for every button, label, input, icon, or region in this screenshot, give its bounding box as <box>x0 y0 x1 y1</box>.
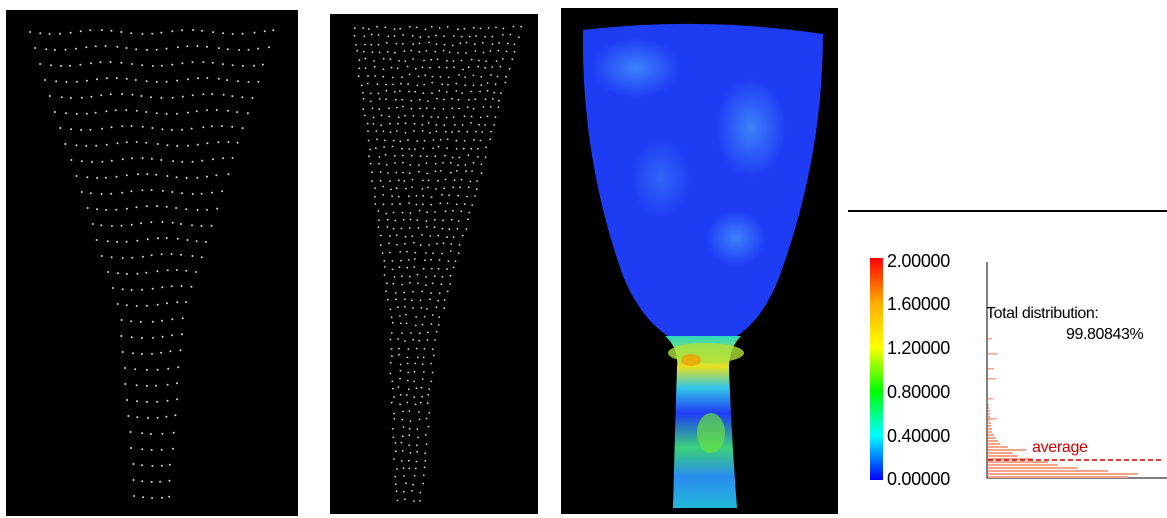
total-distribution-label: Total distribution: <box>986 305 1099 322</box>
point-cloud-sparse <box>29 29 275 499</box>
scale-tick-2: 2.00000 <box>887 251 950 271</box>
scale-tick-1-6: 1.60000 <box>887 294 950 314</box>
scale-tick-0-8: 0.80000 <box>887 382 950 402</box>
deviation-mesh-panel <box>561 8 838 514</box>
legend-box <box>848 210 1167 518</box>
point-cloud-dense <box>353 25 522 502</box>
total-distribution-value: 99.80843% <box>1066 326 1144 343</box>
color-scale-bar <box>870 258 883 480</box>
point-cloud-panel-dense <box>330 14 538 514</box>
scale-tick-0-4: 0.40000 <box>887 426 950 446</box>
deviation-mesh <box>582 23 823 508</box>
deviation-histogram <box>986 262 1167 479</box>
scale-tick-1-2: 1.20000 <box>887 338 950 358</box>
point-cloud-panel-sparse <box>6 10 298 516</box>
average-label: average <box>1032 439 1088 456</box>
scale-tick-0: 0.00000 <box>887 469 950 489</box>
